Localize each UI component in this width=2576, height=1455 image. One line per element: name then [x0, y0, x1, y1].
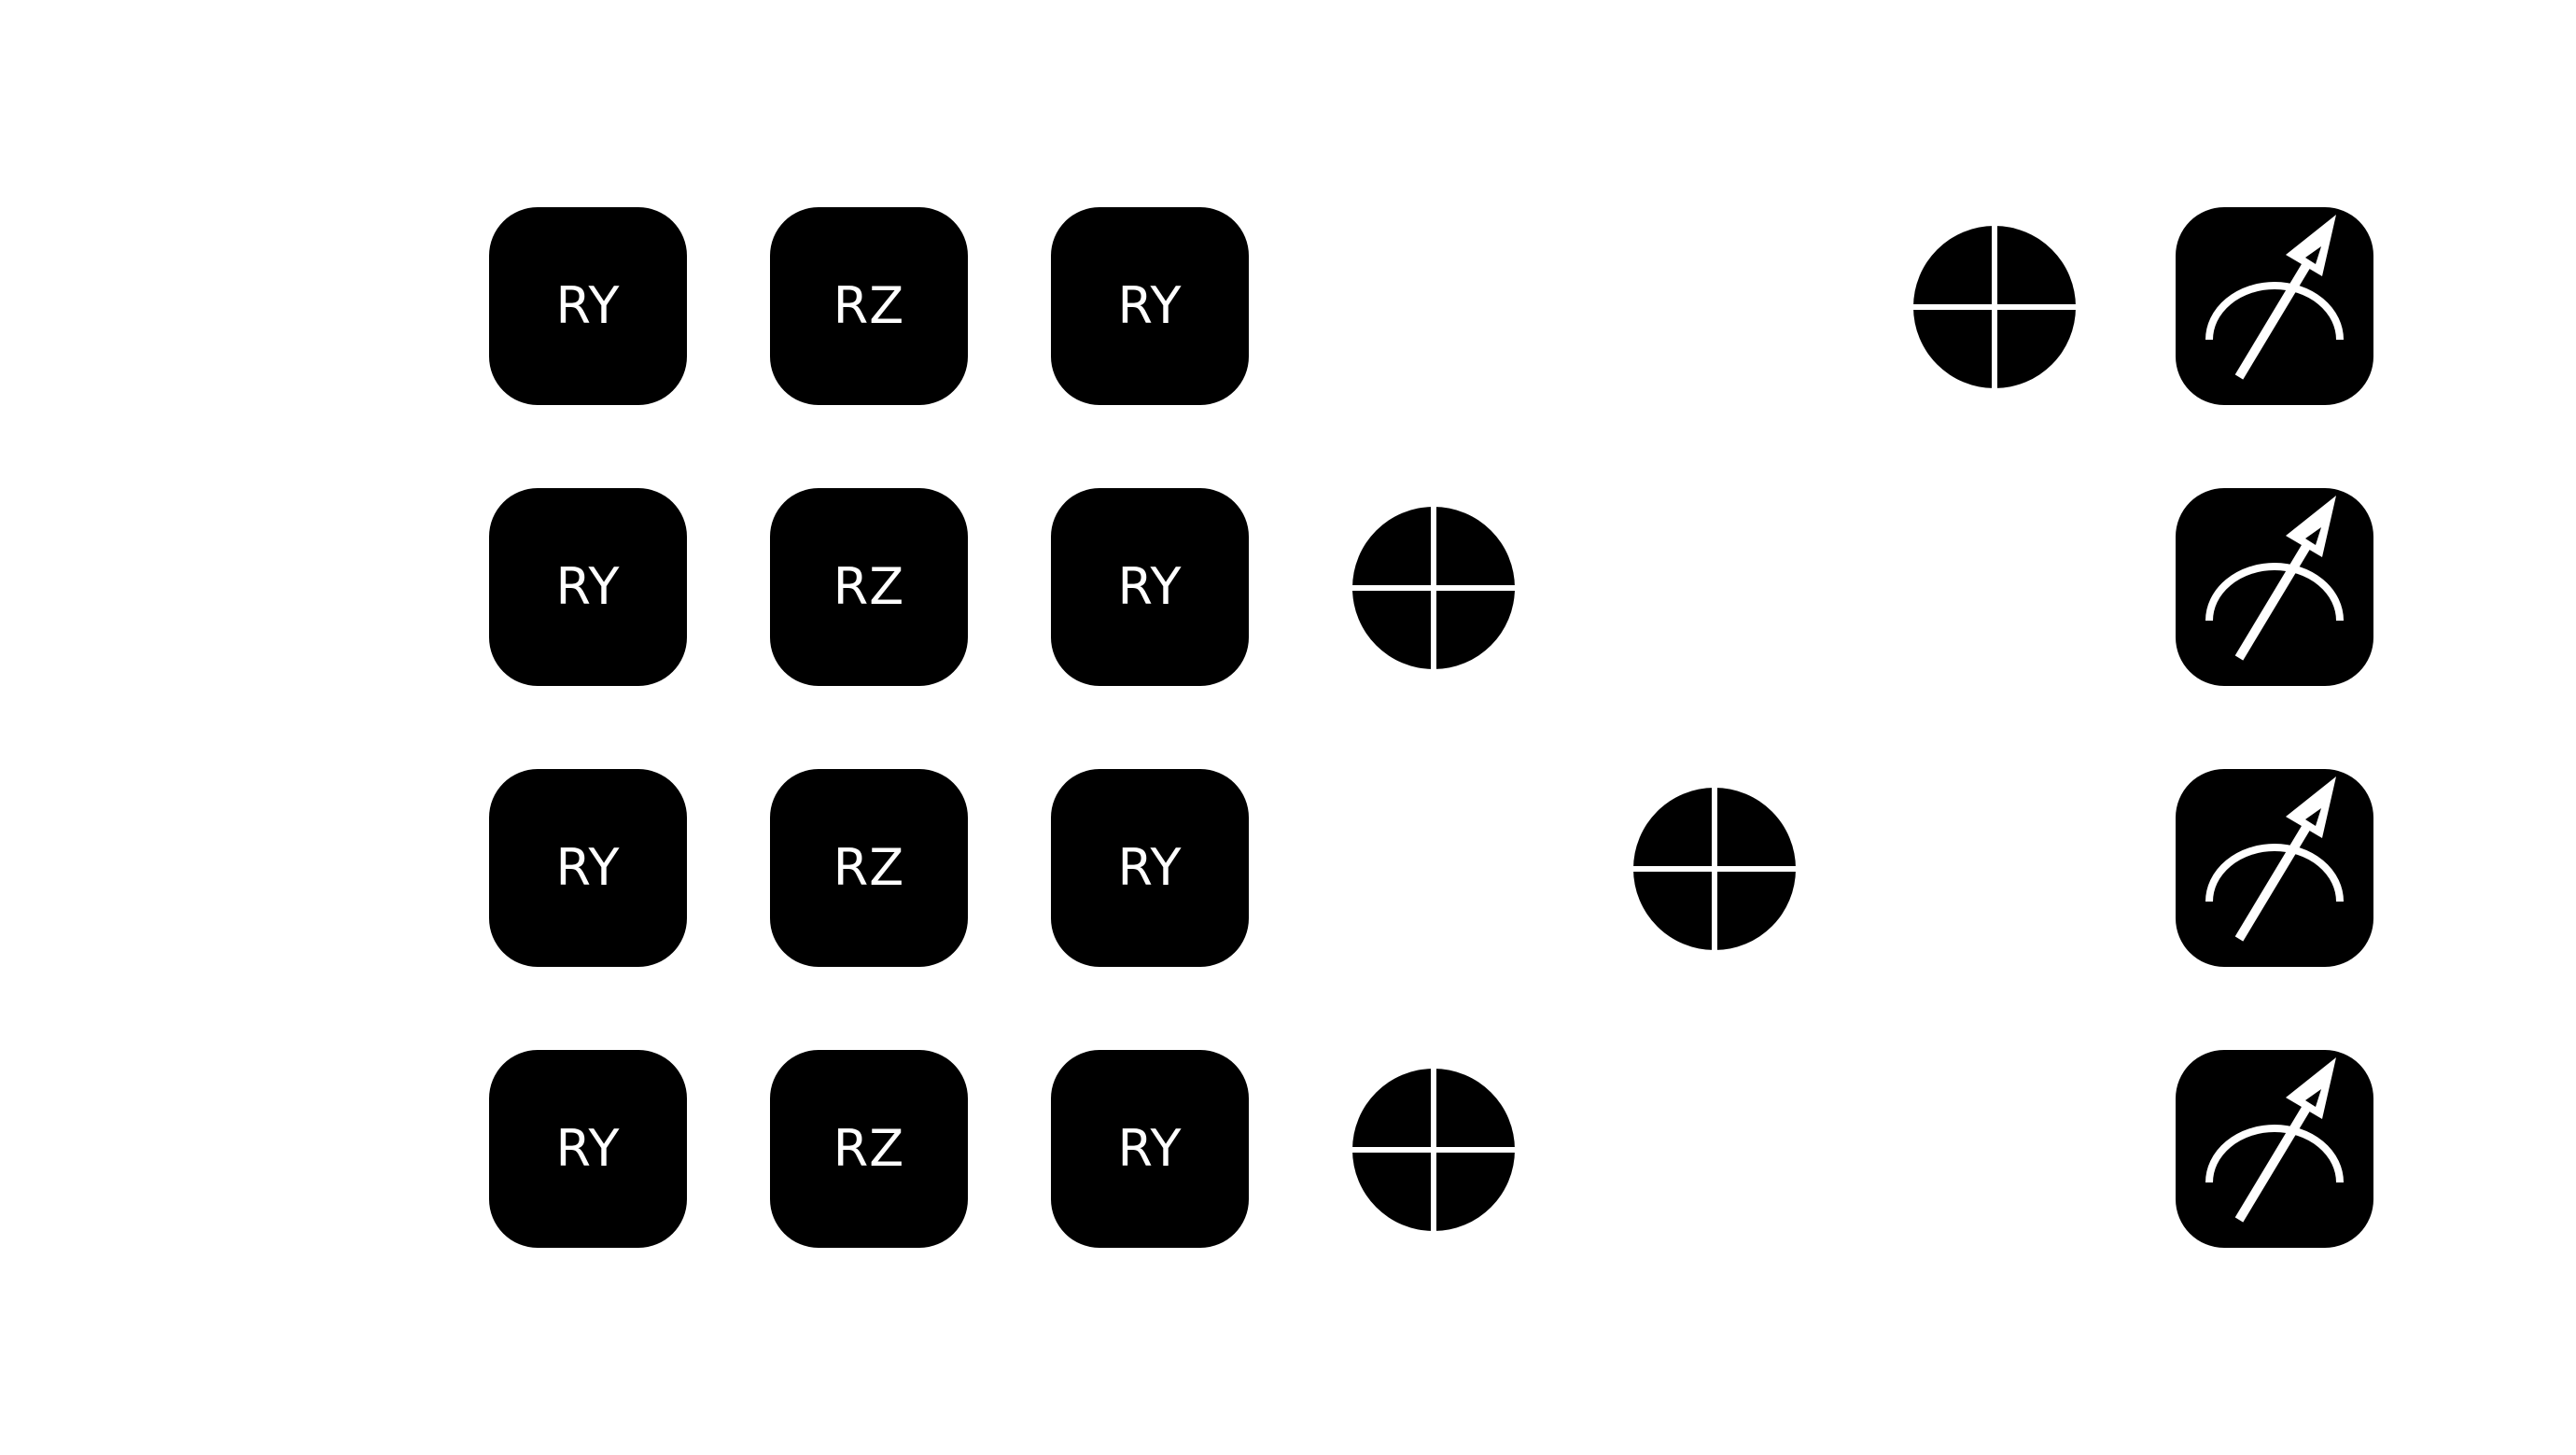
gate-ry2-q2: RY — [1051, 769, 1249, 967]
gate-label: RZ — [833, 838, 905, 897]
cnot-target-icon — [1910, 222, 2079, 392]
gate-label: RZ — [833, 276, 905, 335]
gate-rz-q2: RZ — [770, 769, 968, 967]
gate-rz-q3: RZ — [770, 1050, 968, 1248]
gate-ry-q3: RY — [489, 1050, 687, 1248]
gate-ry-q2: RY — [489, 769, 687, 967]
gate-label: RY — [1117, 838, 1183, 897]
measurement-meter-icon — [2176, 488, 2373, 686]
gate-ry-q0: RY — [489, 207, 687, 405]
gate-ry2-q3: RY — [1051, 1050, 1249, 1248]
gate-label: RZ — [833, 1119, 905, 1178]
measurement-meter-icon — [2176, 1050, 2373, 1248]
gate-label: RY — [555, 557, 621, 616]
gate-label: RZ — [833, 557, 905, 616]
gate-rz-q1: RZ — [770, 488, 968, 686]
gate-label: RY — [1117, 276, 1183, 335]
measurement-meter-icon — [2176, 207, 2373, 405]
gate-label: RY — [1117, 557, 1183, 616]
gate-label: RY — [1117, 1119, 1183, 1178]
cnot-target-icon — [1349, 1065, 1519, 1235]
measurement-meter-icon — [2176, 769, 2373, 967]
gate-label: RY — [555, 1119, 621, 1178]
gate-ry-q1: RY — [489, 488, 687, 686]
cnot-target-icon — [1630, 784, 1799, 954]
gate-label: RY — [555, 838, 621, 897]
gate-label: RY — [555, 276, 621, 335]
gate-ry2-q1: RY — [1051, 488, 1249, 686]
gate-rz-q0: RZ — [770, 207, 968, 405]
gate-ry2-q0: RY — [1051, 207, 1249, 405]
cnot-target-icon — [1349, 503, 1519, 673]
